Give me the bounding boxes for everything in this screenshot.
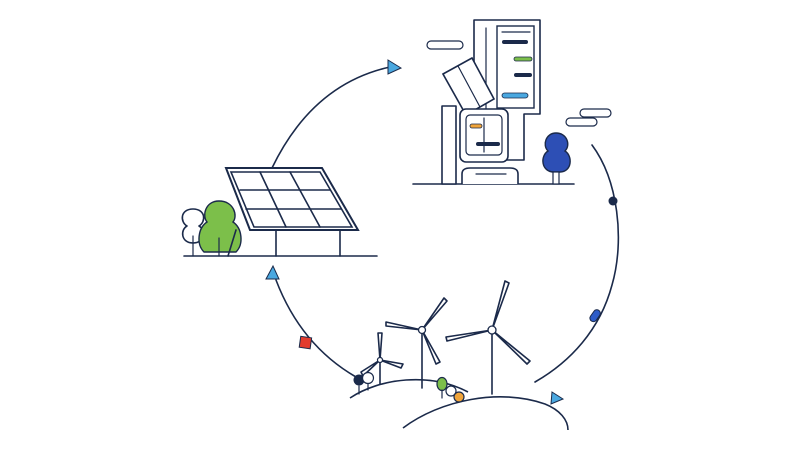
cycle-ring: [271, 66, 620, 383]
cloud-icon-right-a: [579, 108, 612, 118]
ring-marker-square: [298, 335, 313, 350]
wind-farm-scene: [349, 280, 569, 431]
rack-slot-green: [513, 56, 533, 62]
rack-slot-navy-lower: [476, 142, 500, 146]
ring-marker-dot: [608, 196, 618, 206]
tree-icon-navy-small: [353, 374, 365, 386]
hill-right: [402, 396, 569, 431]
arrow-icon-left: [265, 264, 280, 280]
tree-icon-orange-small: [453, 391, 465, 403]
cycle-arc-top-left: [271, 66, 391, 169]
arrow-icon-top: [387, 59, 403, 75]
rack-slot-navy: [502, 40, 528, 44]
shrub-cluster-right: [436, 376, 465, 403]
rack-slot-orange: [469, 123, 483, 129]
tree-icon-green: [198, 200, 242, 257]
cycle-arc-right: [534, 144, 620, 383]
tree-icon-blue: [542, 132, 571, 185]
data-center-scene: [412, 19, 612, 185]
shrub-cluster-left: [353, 371, 375, 395]
wind-turbine-icon-medium: [385, 297, 448, 389]
cloud-icon-top-left: [426, 40, 464, 50]
ring-marker-pill: [589, 309, 601, 323]
rack-slot-dark: [514, 73, 532, 77]
arrow-icon-bottom-right: [550, 391, 565, 405]
rack-slot-blue: [501, 92, 529, 99]
wind-turbine-icon-large: [445, 280, 531, 395]
tree-icon-green-small: [436, 376, 448, 392]
wind-turbine-icon-small: [360, 332, 404, 385]
cycle-arc-bottom-left: [275, 279, 357, 378]
solar-support-front: [227, 229, 237, 257]
tree-icon-outline: [181, 208, 205, 257]
tree-icon-white-small: [361, 371, 375, 385]
tree-icon-white-right: [445, 385, 457, 397]
server-panel-tilted: [441, 56, 496, 117]
solar-panel-icon: [224, 167, 360, 231]
server-body-lower: [441, 105, 519, 185]
cloud-icon-right-b: [565, 117, 598, 127]
solar-panel-scene: [181, 167, 378, 257]
